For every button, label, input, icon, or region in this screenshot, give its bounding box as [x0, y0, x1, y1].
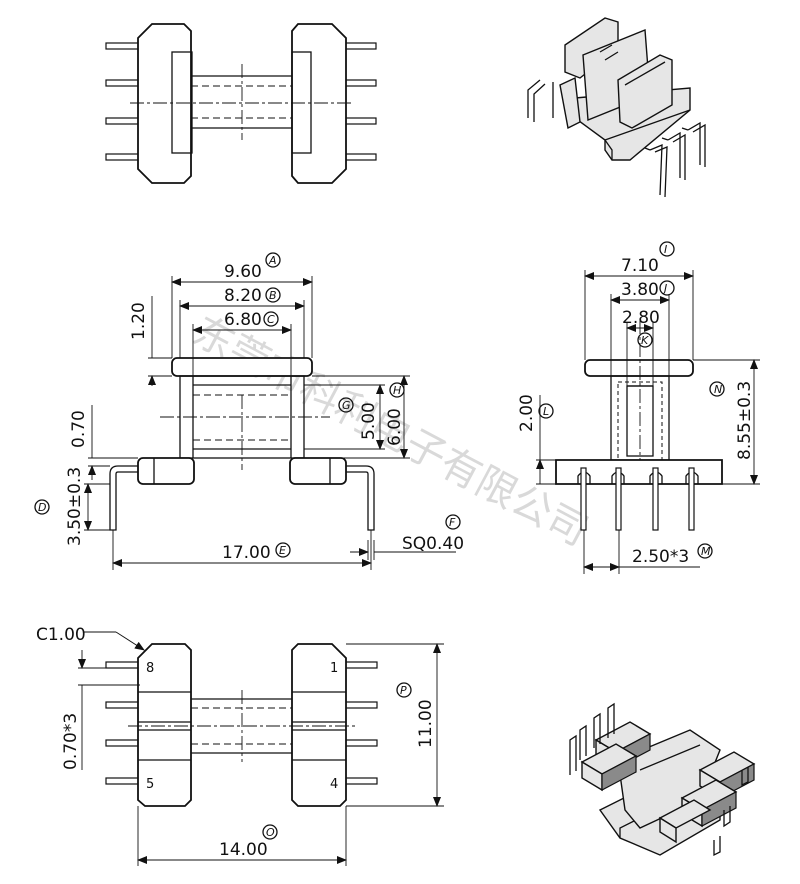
pin-number-1: 1: [330, 661, 338, 676]
dim-11-00: 11.00: [416, 699, 436, 748]
ref-M: M: [701, 545, 711, 558]
ref-P: P: [400, 684, 407, 697]
bottom-view: 8 5 1 4 C1.00 0.70*3 11.00 P 14.00 O: [36, 625, 444, 866]
dim-17-00: 17.00: [222, 543, 271, 563]
ref-G: G: [342, 399, 351, 412]
dim-8-20: 8.20: [224, 286, 262, 306]
ref-C: C: [267, 313, 275, 326]
dim-0-70: 0.70: [69, 410, 89, 448]
ref-F: F: [449, 516, 456, 529]
ref-D: D: [38, 501, 46, 514]
pin-number-5: 5: [146, 777, 154, 792]
ref-K: K: [641, 334, 649, 347]
dim-5-00: 5.00: [359, 402, 379, 440]
pin-number-4: 4: [330, 777, 338, 792]
dim-8-55: 8.55±0.3: [735, 381, 755, 460]
dim-2-80: 2.80: [622, 308, 660, 328]
dim-0-70x3: 0.70*3: [61, 713, 81, 770]
chamfer-label: C1.00: [36, 625, 86, 645]
ref-N: N: [714, 383, 722, 396]
side-view: 7.10 I 3.80 J 2.80 K 2.00 L 8.55±0.3 N 2…: [517, 241, 760, 574]
dim-7-10: 7.10: [621, 256, 659, 276]
ref-B: B: [269, 289, 277, 302]
dim-1-20: 1.20: [129, 302, 149, 340]
dim-9-60: 9.60: [224, 262, 262, 282]
dim-14-00: 14.00: [219, 840, 268, 860]
dim-3-80: 3.80: [621, 280, 659, 300]
ref-H: H: [393, 384, 401, 397]
ref-A: A: [268, 254, 277, 267]
front-view: 9.60 A 8.20 B 6.80 C 1.20 0.70 5.00 G 6.…: [34, 252, 464, 570]
isometric-view-bottom: [569, 702, 756, 857]
dim-6-80: 6.80: [224, 310, 262, 330]
dim-3-50: 3.50±0.3: [65, 467, 85, 546]
ref-J: J: [662, 282, 667, 295]
dim-2-50x3: 2.50*3: [632, 547, 689, 567]
ref-I: I: [664, 243, 667, 256]
dim-sq0-40: SQ0.40: [402, 534, 464, 554]
isometric-view-top: [527, 17, 706, 198]
pin-number-8: 8: [146, 661, 154, 676]
ref-L: L: [543, 405, 549, 418]
ref-O: O: [266, 826, 275, 839]
top-view: [105, 23, 377, 184]
dim-6-00: 6.00: [385, 408, 405, 446]
dim-2-00: 2.00: [517, 394, 537, 432]
ref-E: E: [279, 544, 286, 557]
